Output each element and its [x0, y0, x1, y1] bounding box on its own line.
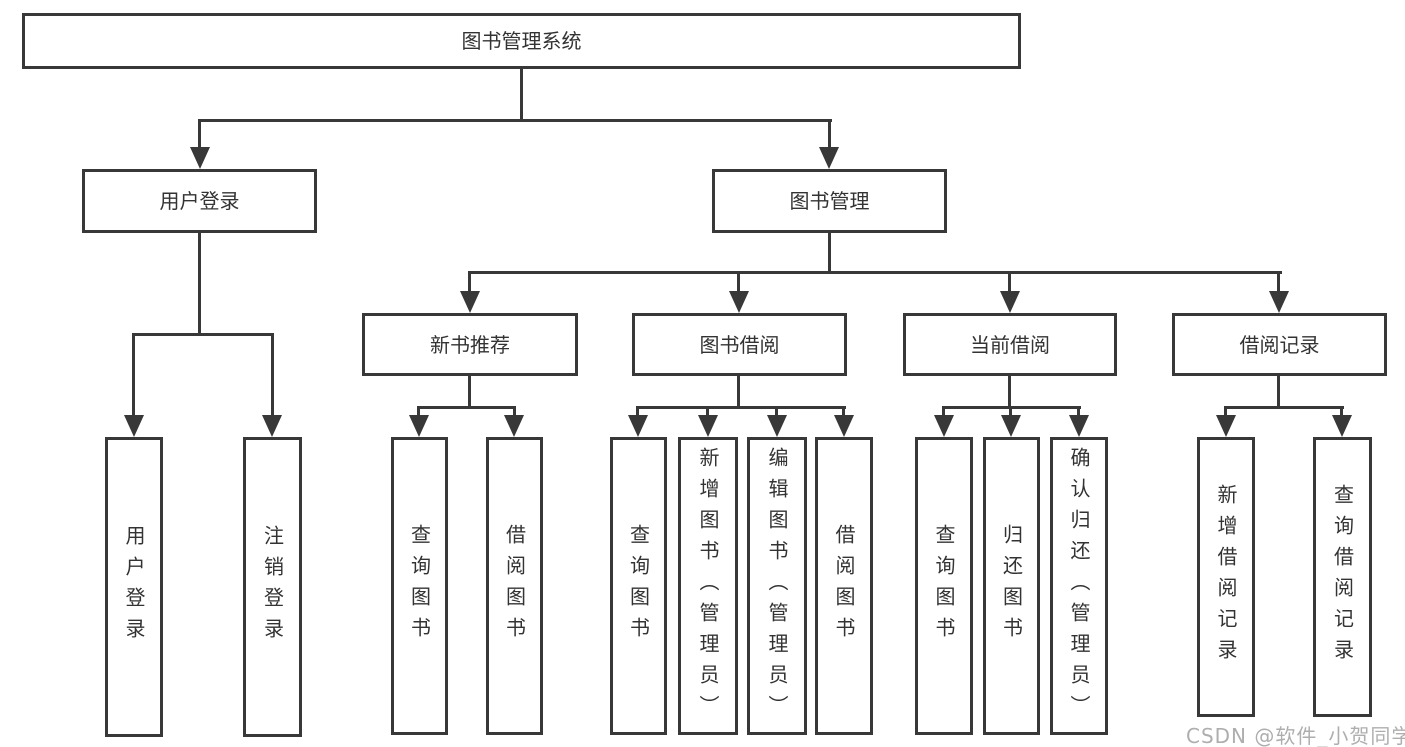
edge-drop-current-borrow — [1008, 271, 1011, 293]
node-leaf-bb-edit: 编辑图书（管理员） — [747, 437, 807, 735]
edge-user-login-stem — [198, 233, 201, 336]
edge-root-stem — [520, 69, 523, 121]
arrowhead-cb-confirm — [1069, 415, 1089, 437]
edge-drop-book-borrow — [737, 271, 740, 293]
node-leaf-cb-return: 归还图书 — [983, 437, 1040, 735]
node-leaf-bb-borrow: 借阅图书 — [815, 437, 873, 735]
arrowhead-new-book — [460, 291, 480, 313]
node-leaf-nb-query: 查询图书 — [391, 437, 448, 735]
node-user-login: 用户登录 — [82, 169, 317, 233]
node-leaf-cb-confirm: 确认归还（管理员） — [1050, 437, 1108, 735]
node-new-book: 新书推荐 — [362, 313, 578, 376]
edge-drop-bb-borrow — [842, 406, 845, 418]
arrowhead-br-add — [1216, 415, 1236, 437]
arrowhead-cb-return — [1001, 415, 1021, 437]
edge-root-bus — [198, 119, 832, 122]
arrowhead-leaf-logout — [262, 415, 282, 437]
arrowhead-br-query — [1332, 415, 1352, 437]
arrowhead-bb-borrow — [834, 415, 854, 437]
edge-drop-bb-add — [706, 406, 709, 418]
node-leaf-br-add: 新增借阅记录 — [1197, 437, 1255, 717]
edge-user-login-bus — [132, 333, 274, 336]
edge-borrow-record-stem — [1277, 376, 1280, 409]
node-leaf-logout: 注销登录 — [243, 437, 302, 737]
node-leaf-user-login: 用户登录 — [105, 437, 163, 737]
edge-book-mgmt-stem — [828, 233, 831, 274]
edge-drop-new-book — [468, 271, 471, 293]
arrowhead-leaf-user-login — [124, 415, 144, 437]
arrowhead-bb-add — [698, 415, 718, 437]
node-leaf-nb-borrow: 借阅图书 — [486, 437, 543, 735]
arrowhead-current-borrow — [1000, 291, 1020, 313]
arrowhead-book-borrow — [729, 291, 749, 313]
edge-drop-bb-query — [636, 406, 639, 418]
edge-drop-bb-edit — [775, 406, 778, 418]
edge-drop-br-query — [1340, 406, 1343, 418]
node-leaf-bb-query: 查询图书 — [610, 437, 667, 735]
csdn-watermark: CSDN @软件_小贺同学 — [1186, 724, 1405, 747]
arrowhead-user-login — [190, 147, 210, 169]
edge-new-book-stem — [468, 376, 471, 409]
edge-book-mgmt-bus — [468, 271, 1282, 274]
arrowhead-nb-query — [409, 415, 429, 437]
edge-root-drop-user-login — [198, 119, 201, 149]
node-book-borrow: 图书借阅 — [632, 313, 847, 376]
edge-drop-borrow-record — [1277, 271, 1280, 293]
arrowhead-nb-borrow — [504, 415, 524, 437]
node-leaf-cb-query: 查询图书 — [915, 437, 973, 735]
edge-drop-cb-query — [942, 406, 945, 418]
edge-root-drop-book-mgmt — [828, 119, 831, 149]
arrowhead-book-mgmt — [819, 147, 839, 169]
edge-borrow-record-bus — [1224, 406, 1344, 409]
edge-drop-nb-query — [417, 406, 420, 418]
arrowhead-bb-query — [628, 415, 648, 437]
edge-drop-br-add — [1224, 406, 1227, 418]
edge-drop-cb-confirm — [1077, 406, 1080, 418]
edge-book-borrow-stem — [737, 376, 740, 409]
edge-book-borrow-bus — [636, 406, 846, 409]
edge-drop-leaf-user-login — [132, 333, 135, 417]
node-leaf-br-query: 查询借阅记录 — [1313, 437, 1372, 717]
arrowhead-borrow-record — [1269, 291, 1289, 313]
node-book-mgmt: 图书管理 — [712, 169, 947, 233]
edge-drop-nb-borrow — [513, 406, 516, 418]
arrowhead-cb-query — [934, 415, 954, 437]
node-borrow-record: 借阅记录 — [1172, 313, 1387, 376]
node-current-borrow: 当前借阅 — [903, 313, 1117, 376]
arrowhead-bb-edit — [767, 415, 787, 437]
node-leaf-bb-add: 新增图书（管理员） — [678, 437, 738, 735]
edge-drop-leaf-logout — [271, 333, 274, 417]
edge-drop-cb-return — [1009, 406, 1012, 418]
edge-current-borrow-stem — [1008, 376, 1011, 409]
edge-new-book-bus — [417, 406, 516, 409]
node-root: 图书管理系统 — [22, 13, 1021, 69]
